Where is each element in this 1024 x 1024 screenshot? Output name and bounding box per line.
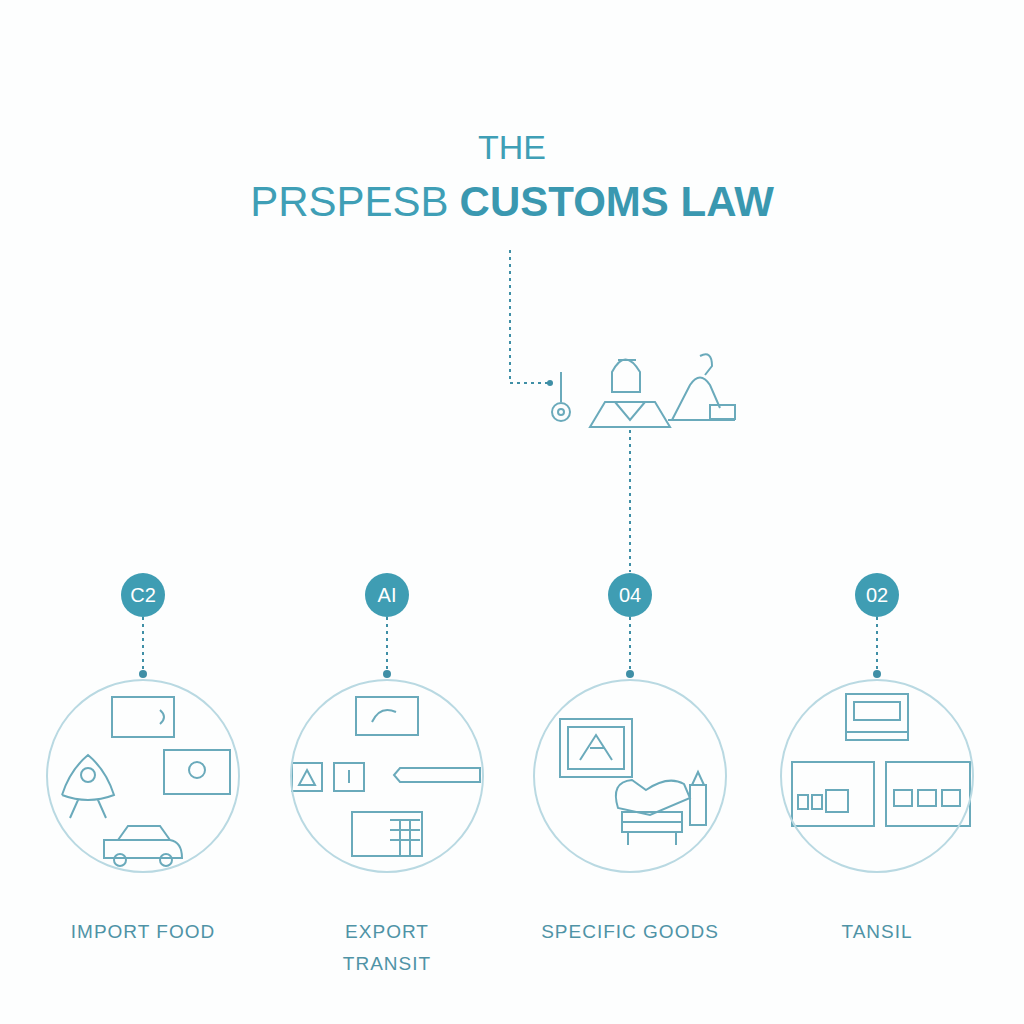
leader-line xyxy=(629,430,631,572)
stage-label: SPECIFIC GOODS xyxy=(515,916,745,948)
leader-dot xyxy=(547,380,553,386)
stage-label: EXPORT TRANSIT xyxy=(322,916,452,980)
icons-export xyxy=(292,697,480,856)
dotted-connector xyxy=(873,617,881,678)
circle-outline xyxy=(520,678,740,878)
number-badge: 04 xyxy=(608,573,652,617)
badge-number: C2 xyxy=(130,584,156,607)
title-word: PRSPESB xyxy=(250,178,448,225)
circle-outline xyxy=(277,678,497,878)
stage-label: IMPORT FOOD xyxy=(28,916,258,948)
badge-number: AI xyxy=(378,584,397,607)
number-badge: 02 xyxy=(855,573,899,617)
stage-label: TANSIL xyxy=(762,916,992,948)
dotted-connector xyxy=(626,617,634,678)
number-badge: AI xyxy=(365,573,409,617)
stage-circle: IMPORT FOOD xyxy=(33,678,253,948)
number-badge: C2 xyxy=(121,573,165,617)
stage-circle: EXPORT TRANSIT xyxy=(277,678,497,980)
leader-line xyxy=(510,250,548,383)
title-line: PRSPESB CUSTOMS LAW xyxy=(0,178,1024,226)
dotted-connector xyxy=(139,617,147,678)
icon-group xyxy=(552,354,735,427)
stage-circle: SPECIFIC GOODS xyxy=(520,678,740,948)
dotted-connector xyxy=(383,617,391,678)
badge-number: 02 xyxy=(866,584,888,607)
icons-goods xyxy=(560,719,706,845)
circle-outline xyxy=(767,678,987,878)
title-word: CUSTOMS LAW xyxy=(460,178,774,225)
icons-tansil xyxy=(792,694,970,826)
icons-import xyxy=(62,697,230,866)
stage-circle: TANSIL xyxy=(767,678,987,948)
circle-outline xyxy=(33,678,253,878)
title: THE xyxy=(0,128,1024,167)
badge-number: 04 xyxy=(619,584,641,607)
